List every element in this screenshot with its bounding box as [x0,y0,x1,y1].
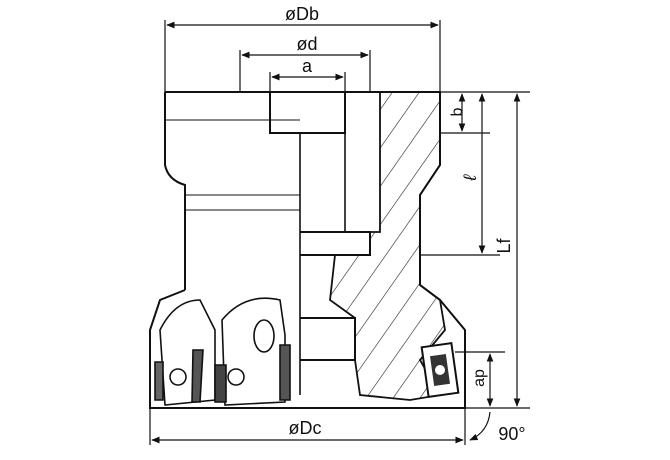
label-d: ød [296,34,317,54]
label-Lf: Lf [494,237,514,253]
label-Db: øDb [285,4,319,24]
dimension-Db [164,20,441,92]
dimension-Dc [149,408,466,445]
dimension-Lf [465,91,530,409]
label-angle: 90° [498,424,525,444]
insert-right [420,342,460,398]
label-b: b [449,107,466,116]
label-l: ℓ [460,174,480,182]
label-Dc: øDc [289,418,322,438]
dimension-l [420,93,500,256]
dimension-a [269,72,346,92]
section-hatch [329,91,446,401]
label-a: a [302,56,313,76]
dimension-ap [455,351,505,407]
label-ap: ap [471,369,488,387]
cutter-inserts [154,297,291,406]
angle-arc [469,411,491,441]
dimension-d [239,50,371,92]
